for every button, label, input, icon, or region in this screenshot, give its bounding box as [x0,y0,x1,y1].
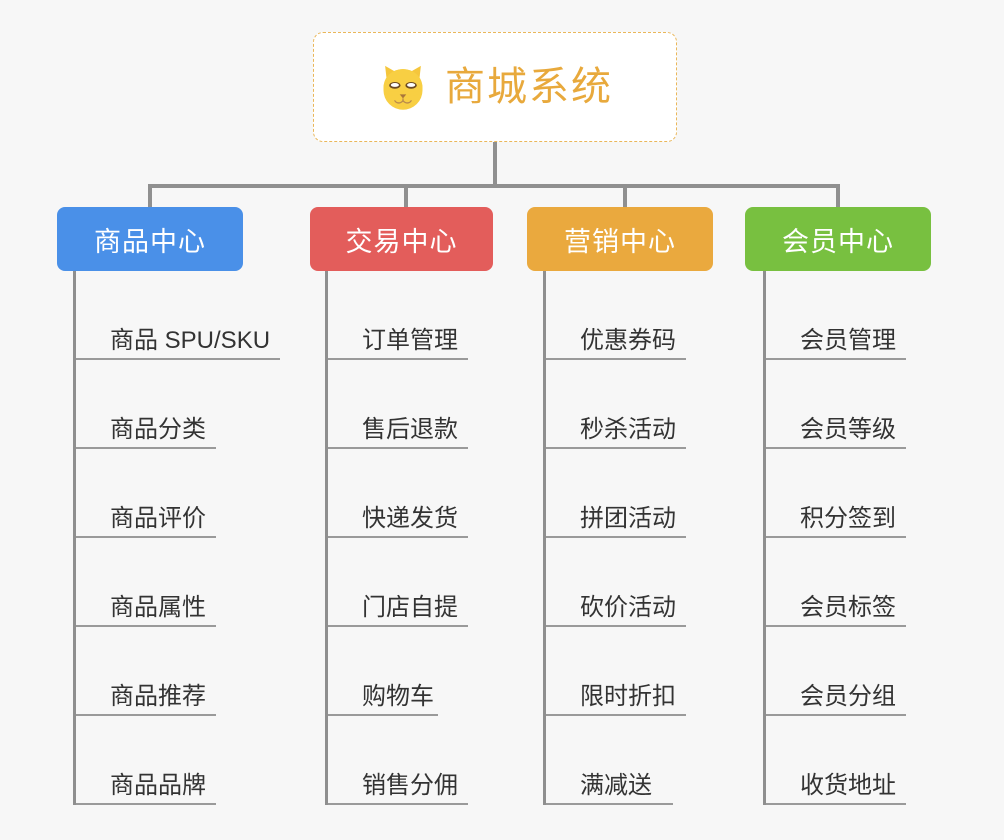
leaf-item[interactable]: 会员分组 [766,627,918,716]
leaf-item[interactable]: 会员管理 [766,271,918,360]
leaf-item[interactable]: 积分签到 [766,449,918,538]
leaf-item[interactable]: 砍价活动 [546,538,698,627]
root-node[interactable]: 商城系统 [313,32,677,142]
leaf-underline [328,714,438,716]
leaf-underline [328,447,468,449]
leaf-underline [546,714,686,716]
leaf-label: 限时折扣 [580,682,676,710]
leaf-item[interactable]: 满减送 [546,716,698,805]
leaf-underline [546,447,686,449]
leaf-item[interactable]: 门店自提 [328,538,480,627]
leaf-column-2: 订单管理 售后退款 快递发货 门店自提 购物车 销售分佣 [325,271,480,805]
leaf-item[interactable]: 商品分类 [76,360,255,449]
shiba-dog-icon [383,65,423,110]
leaf-underline [546,625,686,627]
branch-1: 商品中心 [57,207,243,271]
branch-3: 营销中心 [527,207,713,271]
leaf-column-1: 商品 SPU/SKU 商品分类 商品评价 商品属性 商品推荐 商品品牌 [73,271,280,805]
leaf-underline [546,803,673,805]
leaf-label: 满减送 [580,771,652,799]
leaf-label: 商品属性 [110,593,206,621]
leaf-label: 订单管理 [362,326,458,354]
leaf-underline [328,358,468,360]
branch-header-3[interactable]: 营销中心 [527,207,713,271]
leaf-label: 销售分佣 [362,771,458,799]
leaf-underline [328,803,468,805]
leaf-underline [766,447,906,449]
leaf-underline [76,803,216,805]
leaf-item[interactable]: 购物车 [328,627,480,716]
leaf-item[interactable]: 收货地址 [766,716,918,805]
leaf-label: 商品品牌 [110,771,206,799]
leaf-underline [76,714,216,716]
leaf-label: 商品 SPU/SKU [110,326,271,354]
leaf-label: 砍价活动 [580,593,676,621]
leaf-underline [546,358,686,360]
leaf-underline [76,447,216,449]
leaf-item[interactable]: 会员标签 [766,538,918,627]
branch-header-2[interactable]: 交易中心 [310,207,493,271]
leaf-label: 积分签到 [800,504,896,532]
connector-drop-1 [148,184,152,209]
branch-header-1[interactable]: 商品中心 [57,207,243,271]
leaf-label: 售后退款 [362,415,458,443]
leaf-item[interactable]: 秒杀活动 [546,360,698,449]
leaf-label: 商品推荐 [110,682,206,710]
leaf-underline [546,536,686,538]
leaf-underline [76,358,280,360]
leaf-underline [766,714,906,716]
connector-drop-4 [836,184,840,209]
leaf-label: 会员标签 [800,593,896,621]
leaf-label: 快递发货 [362,504,458,532]
leaf-label: 会员分组 [800,682,896,710]
leaf-label: 拼团活动 [580,504,676,532]
branch-4: 会员中心 [745,207,931,271]
leaf-item[interactable]: 订单管理 [328,271,480,360]
leaf-label: 收货地址 [800,771,896,799]
connector-root-stem [493,142,497,186]
leaf-label: 门店自提 [362,593,458,621]
leaf-item[interactable]: 商品推荐 [76,627,255,716]
leaf-label: 优惠券码 [580,326,676,354]
connector-horizontal-bus [148,184,840,188]
branch-2: 交易中心 [310,207,493,271]
leaf-item[interactable]: 拼团活动 [546,449,698,538]
leaf-underline [76,625,216,627]
root-title: 商城系统 [445,65,613,109]
leaf-item[interactable]: 商品评价 [76,449,255,538]
leaf-underline [766,358,906,360]
connector-drop-3 [623,184,627,209]
leaf-underline [76,536,216,538]
leaf-item[interactable]: 售后退款 [328,360,480,449]
leaf-underline [766,803,906,805]
leaf-underline [766,625,906,627]
leaf-item[interactable]: 销售分佣 [328,716,480,805]
leaf-item[interactable]: 商品属性 [76,538,255,627]
branch-header-4[interactable]: 会员中心 [745,207,931,271]
leaf-column-4: 会员管理 会员等级 积分签到 会员标签 会员分组 收货地址 [763,271,918,805]
leaf-label: 商品评价 [110,504,206,532]
leaf-item[interactable]: 限时折扣 [546,627,698,716]
leaf-underline [766,536,906,538]
connector-drop-2 [404,184,408,209]
leaf-underline [328,536,468,538]
leaf-item[interactable]: 快递发货 [328,449,480,538]
leaf-label: 会员管理 [800,326,896,354]
leaf-underline [328,625,468,627]
leaf-label: 购物车 [362,682,434,710]
leaf-item[interactable]: 会员等级 [766,360,918,449]
leaf-label: 秒杀活动 [580,415,676,443]
leaf-label: 商品分类 [110,415,206,443]
leaf-column-3: 优惠券码 秒杀活动 拼团活动 砍价活动 限时折扣 满减送 [543,271,698,805]
leaf-item[interactable]: 商品品牌 [76,716,255,805]
leaf-item[interactable]: 商品 SPU/SKU [76,271,280,360]
leaf-label: 会员等级 [800,415,896,443]
leaf-item[interactable]: 优惠券码 [546,271,698,360]
